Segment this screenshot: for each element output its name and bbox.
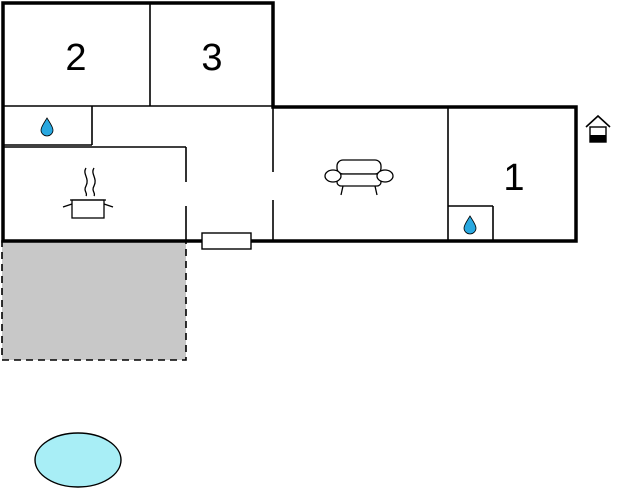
cooking-pot-icon	[62, 167, 114, 219]
room-label-2: 2	[65, 37, 86, 79]
terrace	[1, 240, 187, 361]
water-drop-icon	[40, 117, 54, 137]
outer-walls	[1, 1, 578, 243]
water-drop-icon	[463, 215, 477, 235]
room-label-1: 1	[503, 157, 524, 199]
door-step	[201, 232, 252, 250]
sofa-icon	[324, 159, 394, 196]
pool	[34, 432, 122, 488]
house-entrance-icon	[585, 114, 611, 143]
room-label-3: 3	[201, 37, 222, 79]
interior-walls	[3, 3, 494, 241]
